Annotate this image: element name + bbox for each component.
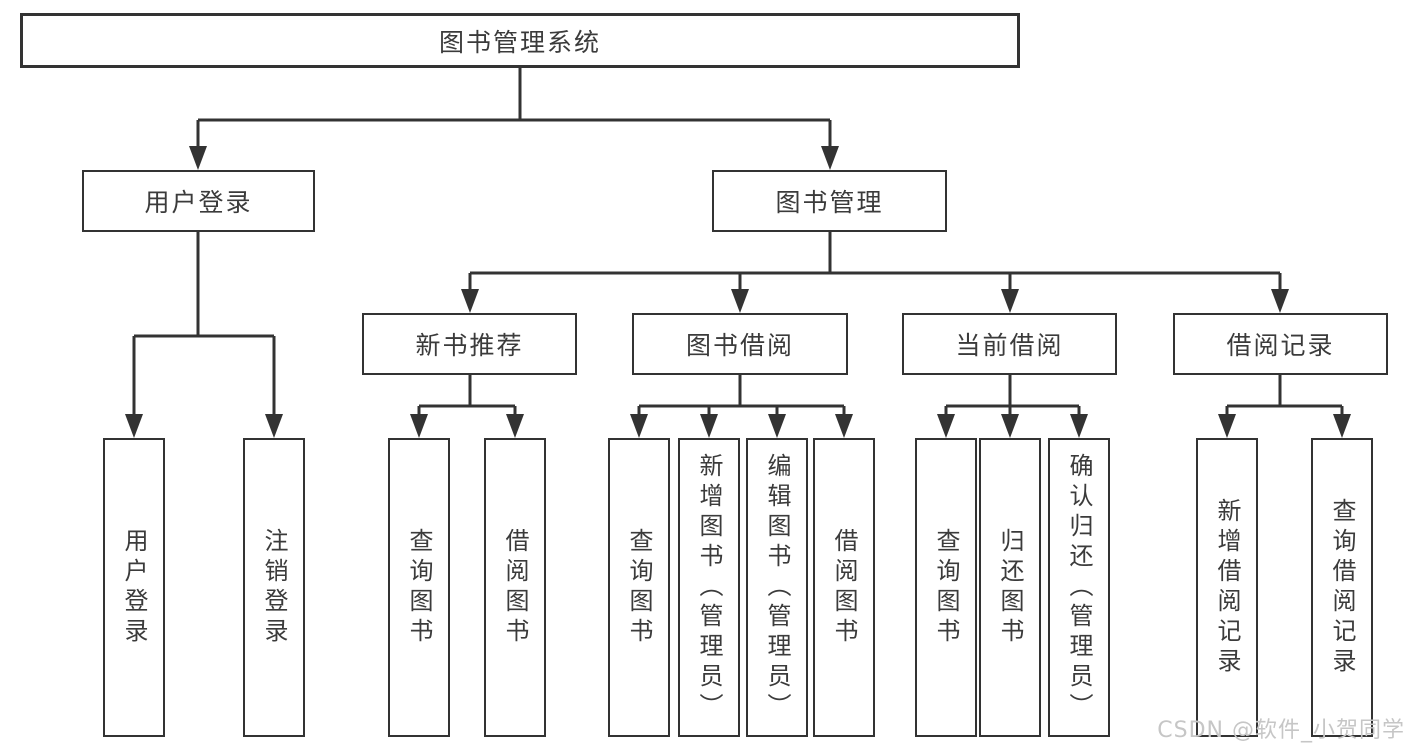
leaf-confirm-return-admin: 确认归还（管理员） bbox=[1048, 438, 1110, 737]
connector-book-borrow bbox=[630, 375, 853, 438]
connector-new-book-recommend bbox=[410, 375, 524, 438]
leaf-return-book: 归还图书 bbox=[979, 438, 1041, 737]
connector-current-borrow bbox=[937, 375, 1088, 438]
node-book-borrow: 图书借阅 bbox=[632, 313, 848, 375]
node-root: 图书管理系统 bbox=[20, 13, 1020, 68]
node-new-book-recommend: 新书推荐 bbox=[362, 313, 577, 375]
node-book-management: 图书管理 bbox=[712, 170, 947, 232]
leaf-query-books-recommend: 查询图书 bbox=[388, 438, 450, 737]
leaf-borrow-books-recommend: 借阅图书 bbox=[484, 438, 546, 737]
node-borrow-records: 借阅记录 bbox=[1173, 313, 1388, 375]
leaf-query-books-borrow: 查询图书 bbox=[608, 438, 670, 737]
leaf-add-book-admin: 新增图书（管理员） bbox=[678, 438, 740, 737]
connector-user-login bbox=[125, 232, 283, 438]
node-user-login: 用户登录 bbox=[82, 170, 315, 232]
leaf-edit-book-admin: 编辑图书（管理员） bbox=[746, 438, 808, 737]
leaf-add-borrow-record: 新增借阅记录 bbox=[1196, 438, 1258, 737]
leaf-user-login: 用户登录 bbox=[103, 438, 165, 737]
connector-root bbox=[189, 68, 839, 170]
watermark: CSDN @软件_小贺同学 bbox=[1157, 718, 1405, 743]
leaf-logout: 注销登录 bbox=[243, 438, 305, 737]
node-current-borrow: 当前借阅 bbox=[902, 313, 1117, 375]
connector-borrow-records bbox=[1218, 375, 1351, 438]
leaf-query-books-current: 查询图书 bbox=[915, 438, 977, 737]
leaf-query-borrow-record: 查询借阅记录 bbox=[1311, 438, 1373, 737]
leaf-borrow-books: 借阅图书 bbox=[813, 438, 875, 737]
connector-book-management bbox=[461, 232, 1289, 313]
